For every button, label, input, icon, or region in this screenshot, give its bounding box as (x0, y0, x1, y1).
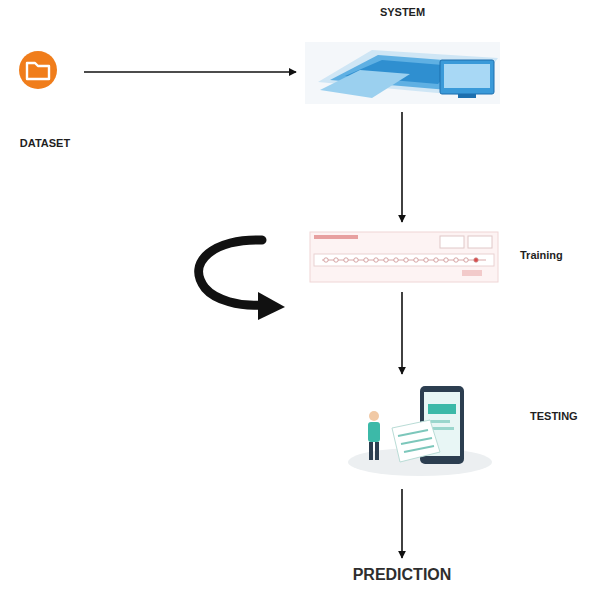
node-label: DATASET (20, 137, 70, 150)
node-label: Training (520, 249, 563, 262)
training-node: Training (305, 226, 585, 286)
system-node: SYSTEM (300, 6, 505, 106)
node-label: TESTING (530, 410, 578, 423)
system-illustration (305, 42, 500, 104)
training-screenshot (310, 232, 498, 282)
node-label: SYSTEM (380, 6, 425, 19)
loop-arrow (199, 240, 285, 320)
flow-arrow (401, 292, 403, 374)
flow-arrow (401, 489, 403, 558)
node-label: PREDICTION (353, 565, 452, 584)
folder-icon (19, 51, 57, 89)
testing-node: TESTING (335, 378, 600, 483)
flow-arrow (84, 71, 296, 73)
testing-illustration (348, 386, 492, 476)
prediction-node: PREDICTION (349, 562, 456, 587)
dataset-node: DATASET (10, 45, 80, 150)
flow-arrow (401, 112, 403, 222)
